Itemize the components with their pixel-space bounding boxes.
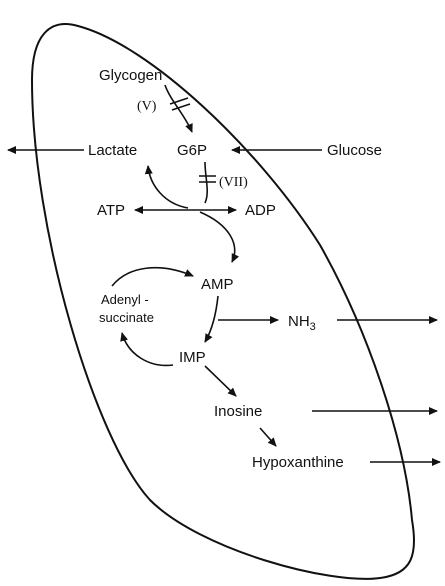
label-amp: AMP (201, 276, 234, 293)
arrow-adenylsuccinate-amp (111, 266, 194, 287)
arrow-to-amp (199, 211, 240, 263)
block-mark-v-1 (169, 97, 189, 105)
label-inosine: Inosine (214, 403, 262, 420)
arrow-imp-adenylsuccinate (120, 332, 174, 367)
label-g6p: G6P (177, 142, 207, 159)
arrow-imp-inosine (204, 365, 237, 397)
label-adp: ADP (245, 202, 276, 219)
label-hypoxanthine: Hypoxanthine (252, 454, 344, 471)
label-enzyme-vii: (VII) (219, 175, 248, 190)
label-glucose: Glucose (327, 142, 382, 159)
arrow-g6p-down (204, 161, 208, 204)
label-enzyme-v: (V) (137, 99, 157, 114)
label-adenylsuccinate-2: succinate (99, 310, 154, 325)
label-glycogen: Glycogen (99, 67, 162, 84)
label-adenylsuccinate-1: Adenyl - (101, 292, 149, 307)
arrow-to-lactate (144, 165, 189, 209)
label-nh3: NH3 (288, 313, 316, 333)
label-atp: ATP (97, 202, 125, 219)
block-mark-v-2 (171, 103, 191, 111)
arrow-amp-imp (204, 295, 219, 343)
arrow-inosine-hypoxanthine (259, 427, 277, 447)
label-lactate: Lactate (88, 142, 137, 159)
label-imp: IMP (179, 349, 206, 366)
cell-membrane (30, 23, 416, 580)
